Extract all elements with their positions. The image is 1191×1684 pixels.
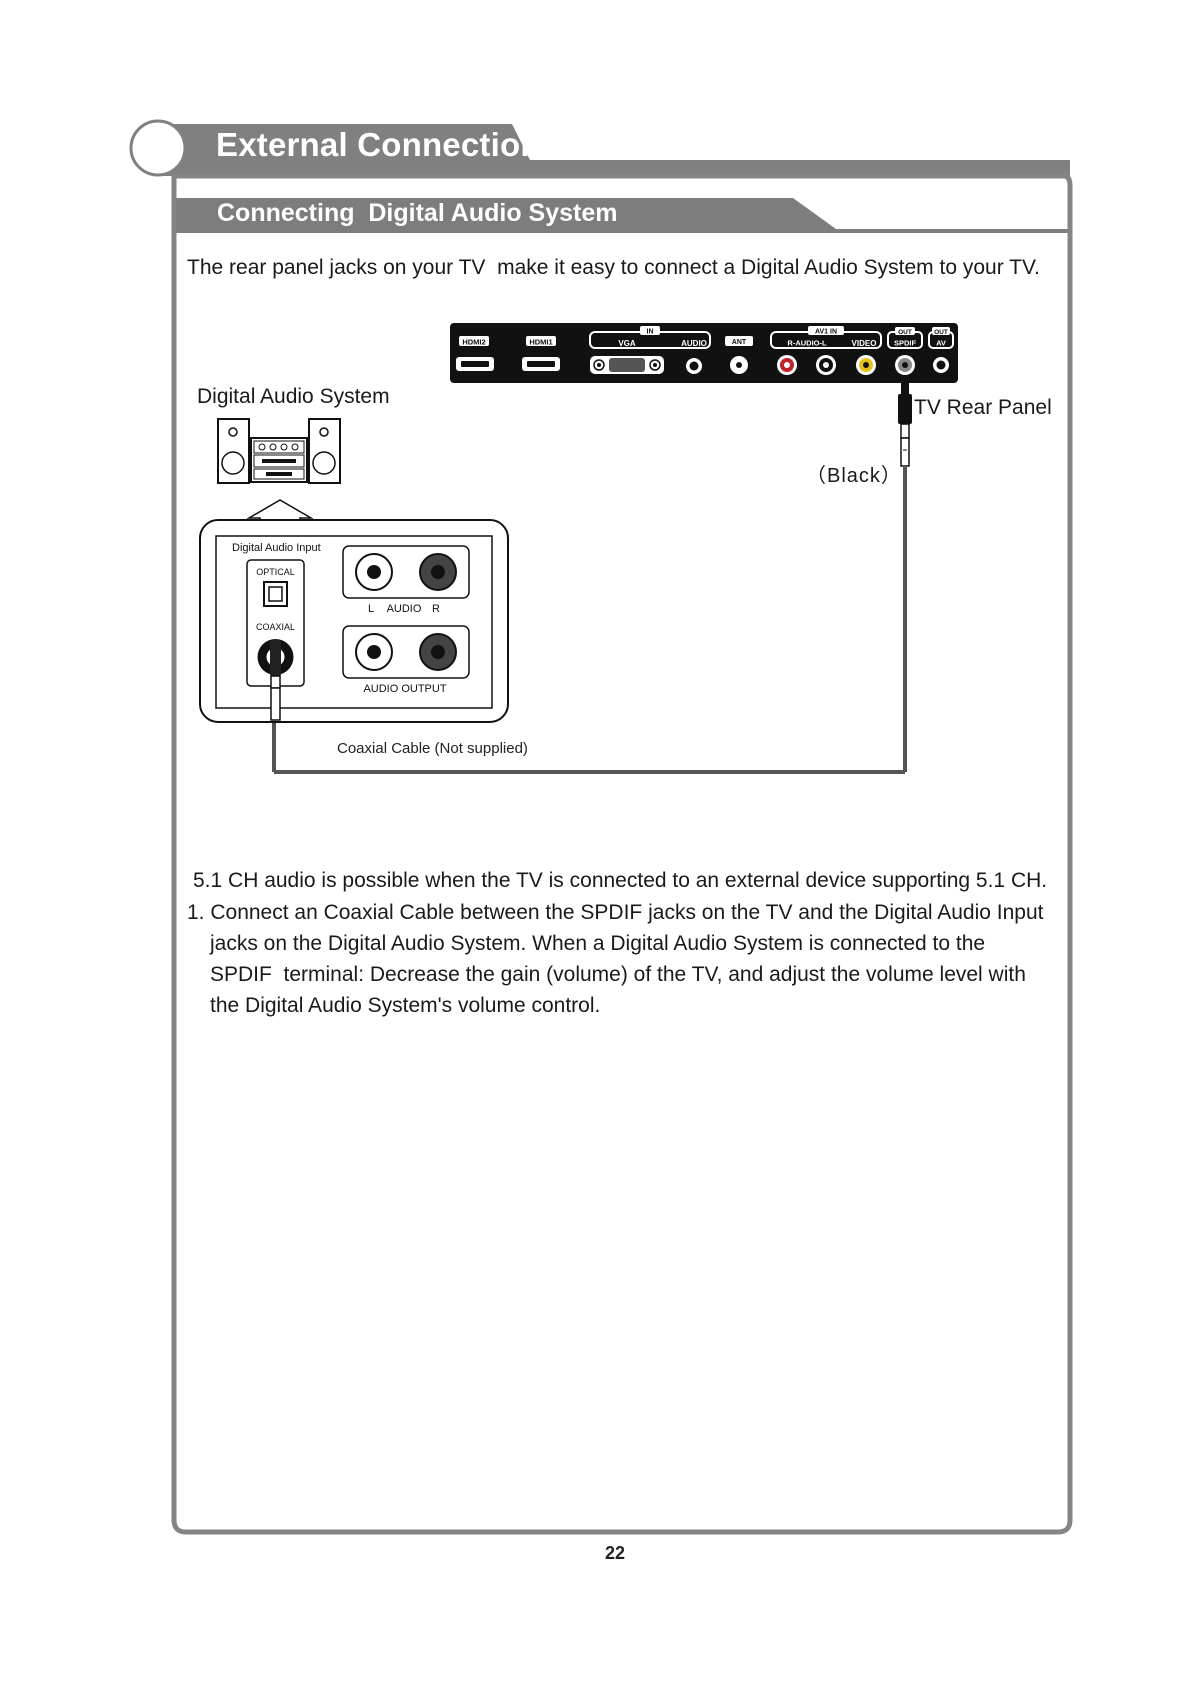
section-circle xyxy=(129,119,187,177)
receiver-rear-panel: Digital Audio Input OPTICAL COAXIAL L AU… xyxy=(199,519,509,723)
up-arrow-icon xyxy=(246,499,314,523)
audio-label: AUDIO xyxy=(387,603,422,615)
hdmi2-label: HDMI2 xyxy=(462,338,485,347)
r-audio-l-label: R-AUDIO-L xyxy=(787,339,827,348)
video-label: VIDEO xyxy=(852,339,877,348)
spdif-label: SPDIF xyxy=(894,339,917,348)
av-label: AV xyxy=(936,339,946,348)
cable-color-label: （Black） xyxy=(806,465,902,487)
ant-label: ANT xyxy=(732,339,747,346)
in-label: IN xyxy=(647,329,654,336)
subsection-title: Connecting Digital Audio System xyxy=(217,199,618,227)
step1-line2: jacks on the Digital Audio System. When … xyxy=(210,932,986,955)
content-frame xyxy=(171,173,1073,1535)
digital-audio-system-label: Digital Audio System xyxy=(197,385,390,408)
coaxial-cable xyxy=(272,383,912,774)
step1-line1: 1. Connect an Coaxial Cable between the … xyxy=(187,901,1044,924)
tv-rear-panel-label: TV Rear Panel xyxy=(914,396,1052,419)
vga-label: VGA xyxy=(618,339,636,348)
l-label: L xyxy=(368,603,374,615)
audio-output-label: AUDIO OUTPUT xyxy=(363,683,446,695)
audio-in-label: AUDIO xyxy=(681,339,707,348)
digital-audio-input-label: Digital Audio Input xyxy=(232,542,321,554)
note-51ch: 5.1 CH audio is possible when the TV is … xyxy=(193,869,1048,892)
av1-in-label: AV1 IN xyxy=(815,329,837,336)
tv-rear-panel: HDMI2 HDMI1 IN VGA AUDIO ANT AV1 IN R-AU… xyxy=(450,323,958,383)
hdmi1-label: HDMI1 xyxy=(529,338,552,347)
coaxial-cable-label: Coaxial Cable (Not supplied) xyxy=(337,740,528,757)
spdif-out-label: OUT xyxy=(898,329,912,336)
section-title: External Connection xyxy=(216,126,541,163)
step1-line4: the Digital Audio System's volume contro… xyxy=(210,994,601,1017)
r-label: R xyxy=(432,603,440,615)
optical-label: OPTICAL xyxy=(256,567,295,577)
intro-text: The rear panel jacks on your TV make it … xyxy=(187,256,1040,279)
title-banner xyxy=(160,124,1070,176)
av-out-label: OUT xyxy=(934,329,948,336)
page-number: 22 xyxy=(605,1543,626,1563)
step1-line3: SPDIF terminal: Decrease the gain (volum… xyxy=(210,963,1026,986)
stereo-system-icon xyxy=(217,418,341,484)
subtitle-banner xyxy=(176,198,1068,233)
coaxial-label: COAXIAL xyxy=(256,622,295,632)
